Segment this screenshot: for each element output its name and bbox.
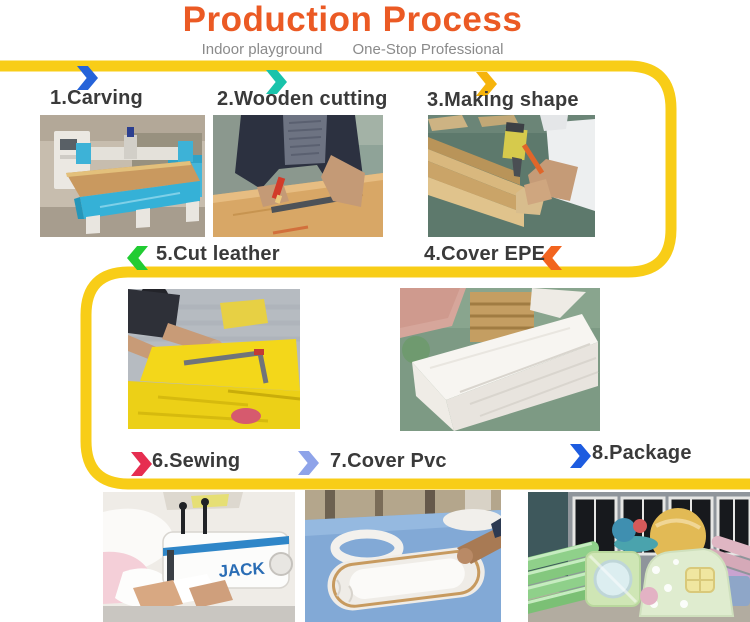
photo-sewing: JACK <box>103 492 295 622</box>
page-title: Production Process <box>182 0 523 39</box>
step2-label: 2.Wooden cutting <box>217 88 388 110</box>
photo-cut-leather <box>128 289 300 429</box>
step4-label: 4.Cover EPE <box>424 243 546 265</box>
step5-arrow-icon <box>127 246 148 270</box>
step3-arrow-icon <box>476 72 497 96</box>
step3-label: 3.Making shape <box>427 89 579 111</box>
subtitle-left: Indoor playground <box>201 40 323 58</box>
step7-arrow-icon <box>298 451 319 475</box>
page-subtitle: Indoor playground One-Stop Professional <box>0 41 705 58</box>
photo-wooden-cutting <box>213 115 383 237</box>
photo-cover-pvc <box>305 490 501 622</box>
subtitle-right: One-Stop Professional <box>352 40 504 58</box>
step8-arrow-icon <box>570 444 591 468</box>
step2-arrow-icon <box>266 70 287 94</box>
step1-label: 1.Carving <box>50 87 143 109</box>
step5-label: 5.Cut leather <box>156 243 280 265</box>
sewing-machine-brand-text: JACK <box>218 559 266 581</box>
photo-package <box>528 492 750 622</box>
step7-label: 7.Cover Pvc <box>330 450 447 472</box>
photo-cnc-carving-machine <box>40 115 205 237</box>
photo-cover-epe <box>400 288 600 431</box>
step8-label: 8.Package <box>592 442 692 464</box>
photo-making-shape <box>428 115 595 237</box>
step6-label: 6.Sewing <box>152 450 241 472</box>
step1-arrow-icon <box>77 66 98 90</box>
header: Production Process Indoor playground One… <box>0 0 705 58</box>
step6-arrow-icon <box>131 452 152 476</box>
